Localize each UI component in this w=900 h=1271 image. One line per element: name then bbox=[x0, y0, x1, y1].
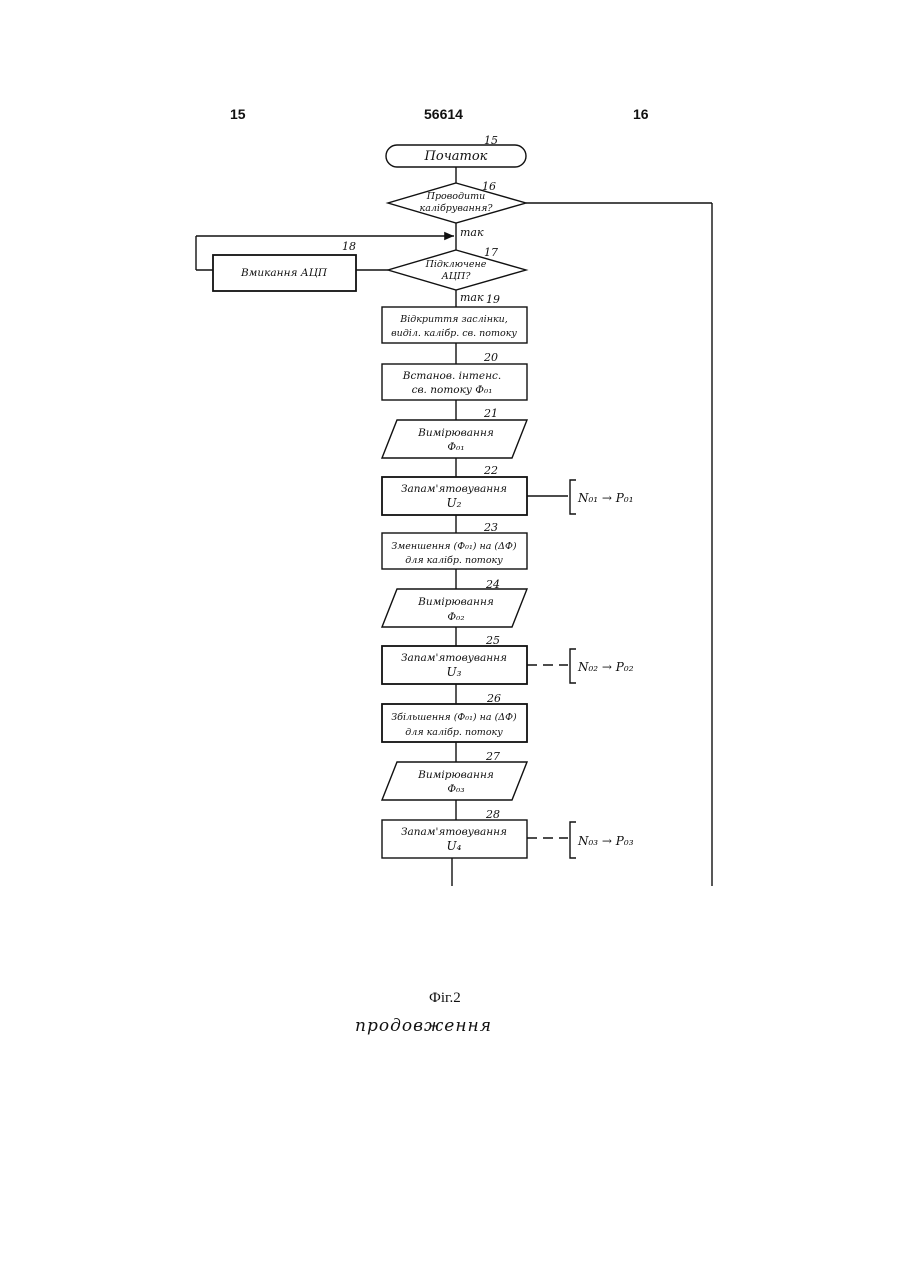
number-26: 26 bbox=[486, 692, 501, 705]
number-20: 20 bbox=[483, 351, 498, 364]
decision-adc-connected bbox=[388, 250, 526, 290]
label-19-line1: Відкриття заслінки, bbox=[399, 314, 508, 325]
label-28-line1: Запам'ятовування bbox=[401, 826, 507, 838]
label-24-line1: Вимірювання bbox=[417, 596, 494, 608]
annotation-22: N₀₁ → P₀₁ bbox=[577, 491, 634, 505]
number-23: 23 bbox=[483, 521, 498, 534]
number-24: 24 bbox=[485, 578, 500, 591]
label-20-line1: Встанов. інтенс. bbox=[402, 370, 501, 382]
label-20-line2: св. потоку Ф₀₁ bbox=[412, 384, 493, 396]
label-23-line1: Зменшення (Ф₀₁) на (ΔФ) bbox=[391, 541, 516, 552]
number-27: 27 bbox=[485, 750, 500, 763]
branch-yes-16: так bbox=[460, 226, 484, 239]
label-28-line2: U₄ bbox=[447, 839, 462, 853]
label-21-line2: Ф₀₁ bbox=[447, 441, 464, 453]
label-19-line2: виділ. калібр. св. потоку bbox=[391, 328, 517, 339]
label-22-line2: U₂ bbox=[447, 496, 462, 510]
label-16-line2: калібрування? bbox=[420, 203, 494, 214]
label-26-line1: Збільшення (Ф₀₁) на (ΔФ) bbox=[391, 712, 517, 723]
number-17: 17 bbox=[484, 246, 498, 259]
label-25-line1: Запам'ятовування bbox=[401, 652, 507, 664]
number-22: 22 bbox=[483, 464, 498, 477]
label-22-line1: Запам'ятовування bbox=[401, 483, 507, 495]
label-25-line2: U₃ bbox=[447, 665, 462, 679]
number-15: 15 bbox=[484, 134, 498, 147]
label-23-line2: для калібр. потоку bbox=[405, 555, 503, 566]
label-26-line2: для калібр. потоку bbox=[405, 727, 503, 738]
label-21-line1: Вимірювання bbox=[417, 427, 494, 439]
figure-caption: Фіг.2 bbox=[429, 990, 461, 1007]
number-18: 18 bbox=[342, 240, 356, 253]
number-19: 19 bbox=[486, 293, 500, 306]
number-28: 28 bbox=[485, 808, 500, 821]
number-21: 21 bbox=[483, 407, 498, 420]
branch-yes-17: так bbox=[460, 291, 484, 304]
label-24-line2: Ф₀₂ bbox=[447, 611, 464, 623]
label-27-line1: Вимірювання bbox=[417, 769, 494, 781]
label-17-line2: АЦП? bbox=[441, 271, 472, 282]
label-16-line1: Проводити bbox=[426, 191, 486, 202]
continued-note: продовження bbox=[355, 1016, 492, 1036]
label-18: Вмикання АЦП bbox=[240, 267, 328, 279]
number-25: 25 bbox=[485, 634, 500, 647]
label-start: Початок bbox=[424, 149, 488, 164]
label-27-line2: Ф₀₃ bbox=[447, 783, 464, 795]
annotation-25: N₀₂ → P₀₂ bbox=[577, 660, 634, 674]
annotation-28: N₀₃ → P₀₃ bbox=[577, 834, 634, 848]
label-17-line1: Підключене bbox=[425, 259, 487, 270]
